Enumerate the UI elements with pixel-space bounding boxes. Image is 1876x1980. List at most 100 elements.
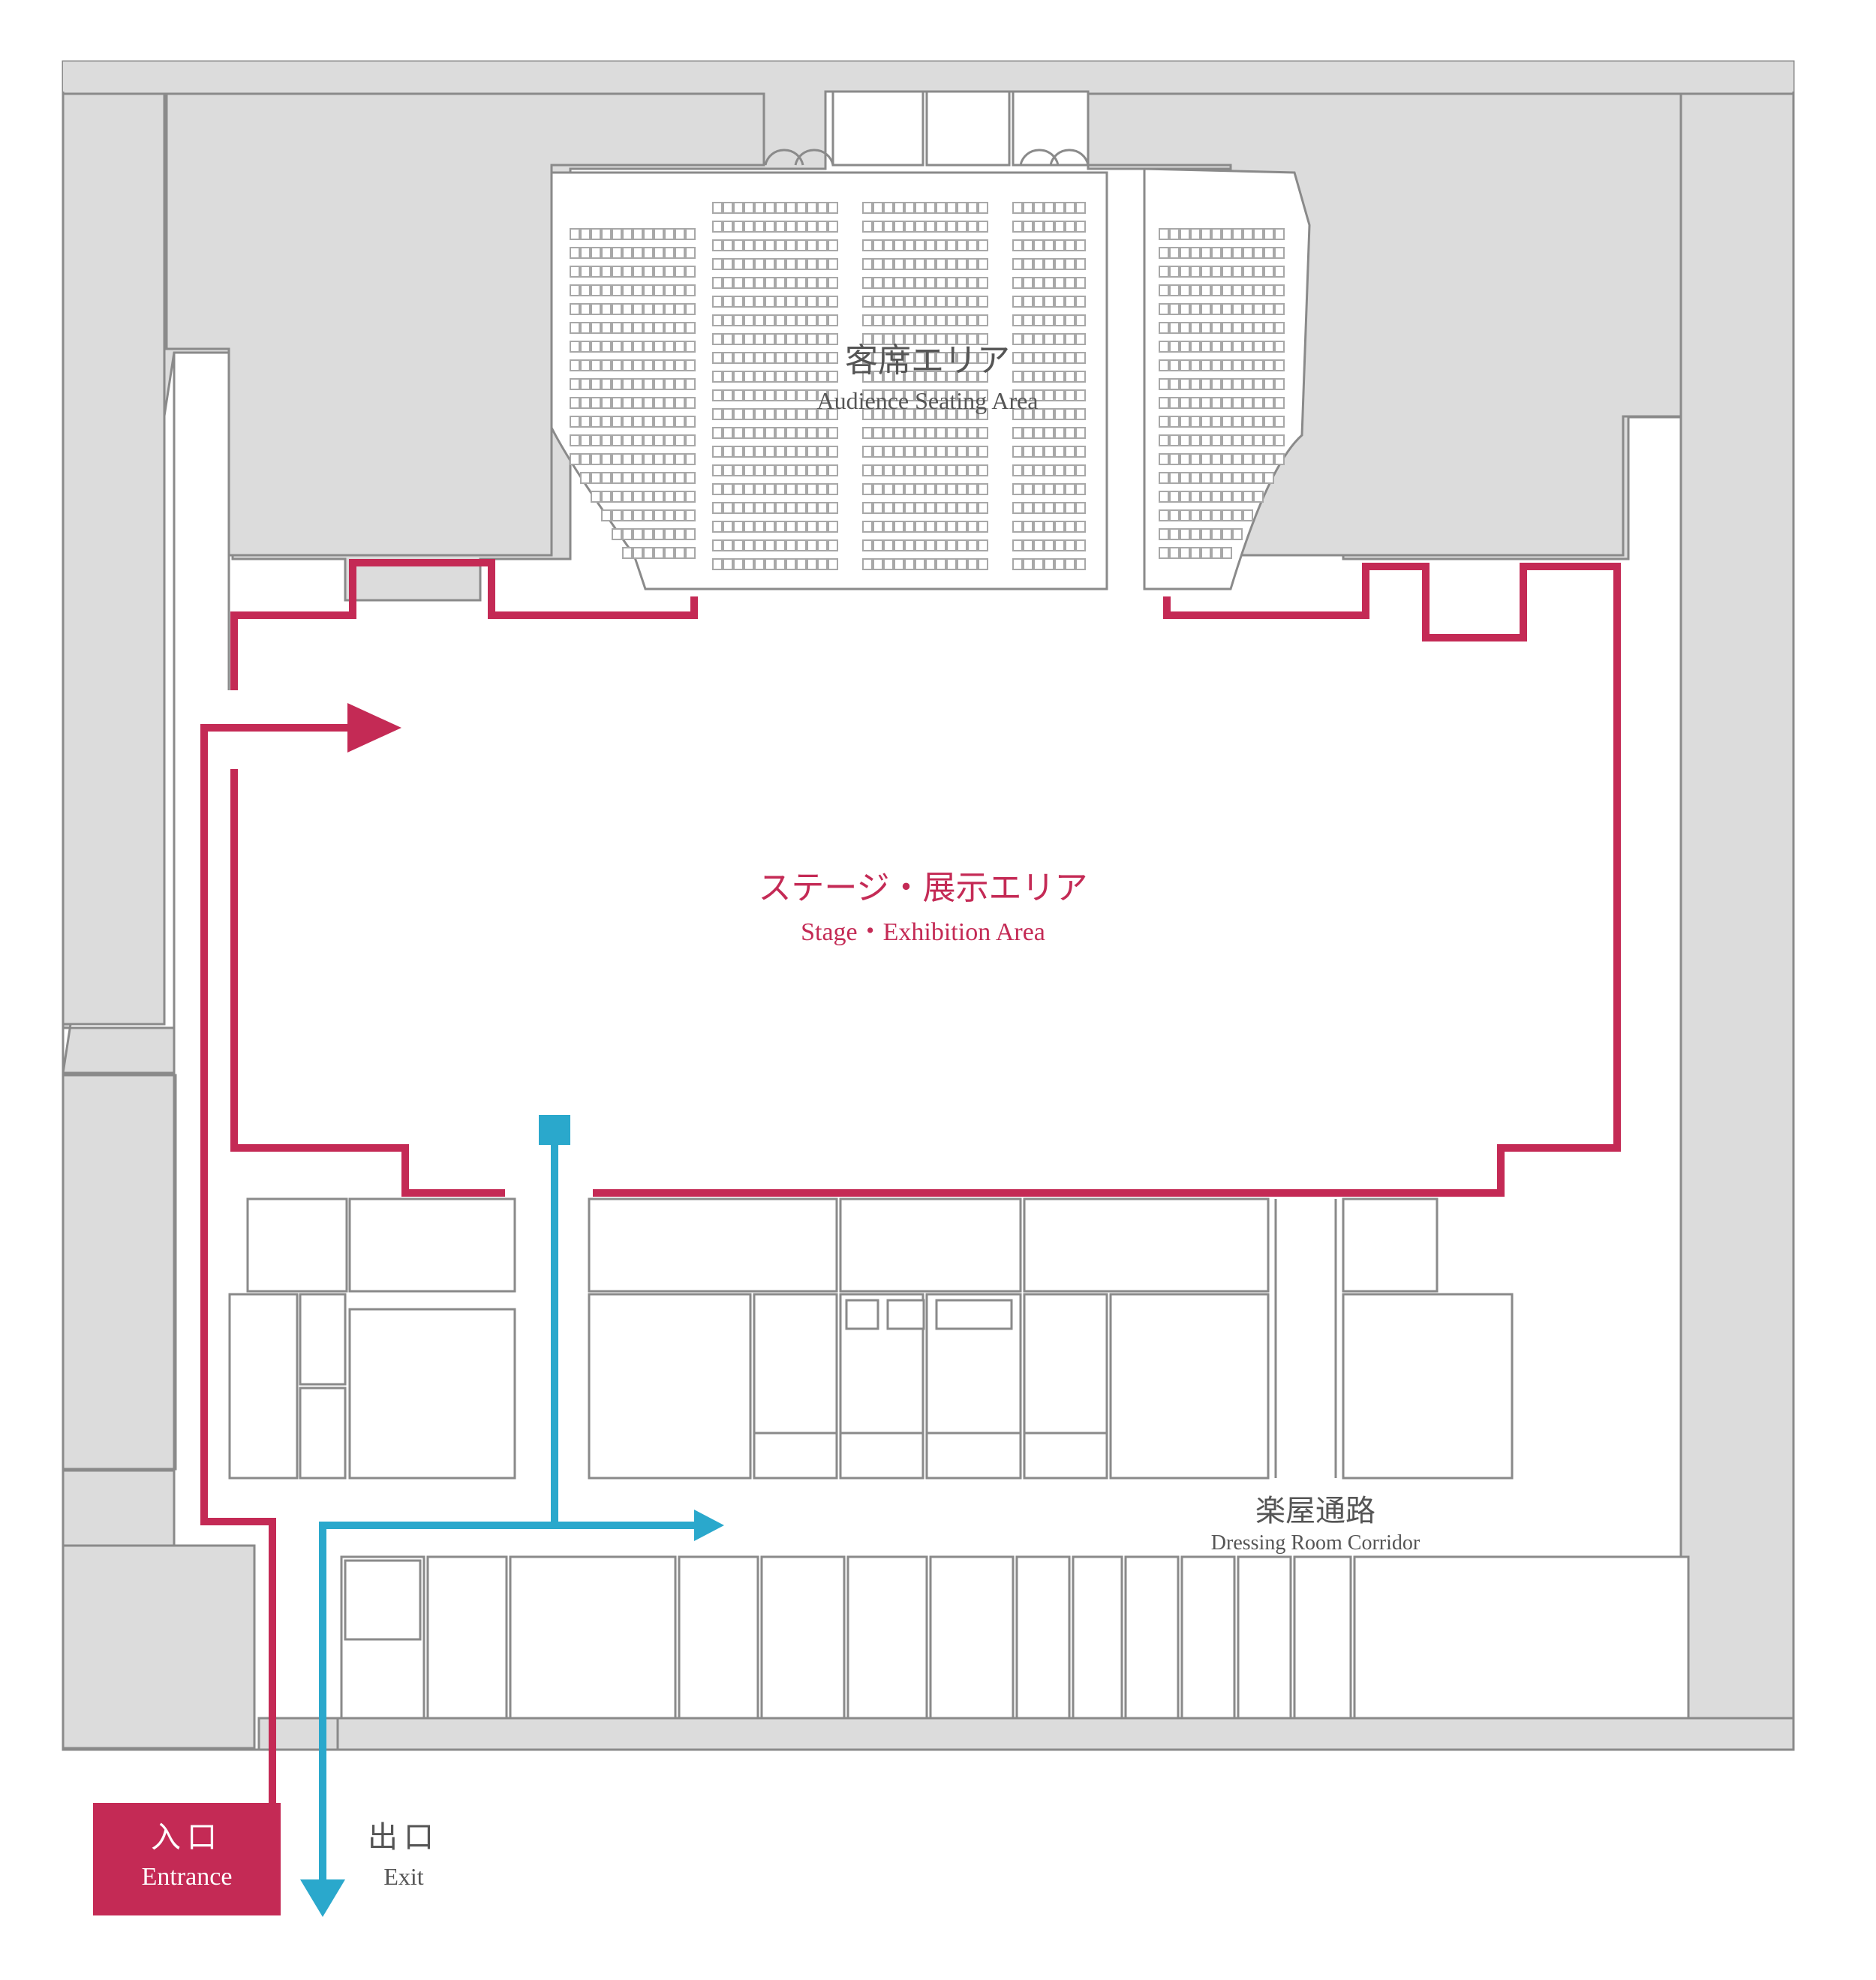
seat <box>1023 333 1033 345</box>
seat <box>946 239 957 251</box>
seat <box>754 539 765 551</box>
seat <box>1012 539 1023 551</box>
seat <box>664 322 675 334</box>
seat <box>967 296 978 308</box>
seat <box>1023 558 1033 570</box>
seat <box>775 446 786 458</box>
seat <box>786 464 796 476</box>
seat <box>936 502 946 514</box>
seat <box>601 378 612 390</box>
seat <box>1253 434 1264 446</box>
seat <box>654 228 664 240</box>
arrow-right-icon <box>694 1510 724 1541</box>
seat <box>1211 547 1222 559</box>
seat <box>1054 502 1065 514</box>
seat <box>957 277 967 289</box>
seat <box>765 277 775 289</box>
seat <box>633 547 643 559</box>
seat <box>1159 378 1169 390</box>
seat <box>873 352 883 364</box>
seat <box>936 427 946 439</box>
seat <box>1012 408 1023 420</box>
seat <box>654 266 664 278</box>
seat <box>775 408 786 420</box>
seat <box>685 547 696 559</box>
seat <box>744 258 754 270</box>
seat <box>664 472 675 484</box>
seat <box>817 427 828 439</box>
seat <box>744 239 754 251</box>
seat <box>1211 266 1222 278</box>
seat <box>786 389 796 401</box>
seat <box>664 453 675 465</box>
seat <box>1012 427 1023 439</box>
seat <box>1065 296 1075 308</box>
seat <box>633 416 643 428</box>
seat <box>936 483 946 495</box>
seat <box>957 446 967 458</box>
seat <box>685 528 696 540</box>
seat <box>936 352 946 364</box>
seat <box>601 491 612 503</box>
exit-route <box>319 1145 558 1887</box>
seat <box>946 539 957 551</box>
seat <box>601 341 612 353</box>
seat <box>1201 547 1211 559</box>
seat <box>1075 296 1086 308</box>
seat <box>1023 258 1033 270</box>
seat <box>786 314 796 326</box>
seat <box>894 521 904 533</box>
seat <box>744 371 754 383</box>
seat <box>1044 427 1054 439</box>
seat <box>733 521 744 533</box>
seat <box>862 314 873 326</box>
seat <box>1169 303 1180 315</box>
seat <box>894 464 904 476</box>
seat <box>894 202 904 214</box>
seat <box>862 221 873 233</box>
seat <box>1075 314 1086 326</box>
seat <box>817 314 828 326</box>
seat <box>775 258 786 270</box>
seat <box>1201 397 1211 409</box>
seat <box>733 389 744 401</box>
seat <box>925 239 936 251</box>
seat <box>775 371 786 383</box>
seat <box>633 322 643 334</box>
seat <box>733 202 744 214</box>
seat <box>796 483 807 495</box>
seat <box>894 502 904 514</box>
seat <box>817 502 828 514</box>
seat <box>685 472 696 484</box>
seat <box>1232 509 1243 521</box>
seat <box>978 408 988 420</box>
seat <box>1253 247 1264 259</box>
seat <box>978 371 988 383</box>
seat <box>1054 389 1065 401</box>
seat <box>1169 284 1180 296</box>
seat <box>1222 472 1232 484</box>
seat <box>754 464 765 476</box>
seat <box>1169 472 1180 484</box>
seat <box>622 228 633 240</box>
seat <box>1211 397 1222 409</box>
seat <box>883 277 894 289</box>
seat <box>723 502 733 514</box>
seat <box>1012 352 1023 364</box>
seat <box>894 371 904 383</box>
seat <box>1180 416 1190 428</box>
seat <box>862 202 873 214</box>
seat <box>1201 528 1211 540</box>
seat <box>1180 228 1190 240</box>
seat <box>1012 258 1023 270</box>
seat <box>883 521 894 533</box>
seat <box>883 483 894 495</box>
seat <box>925 258 936 270</box>
seat <box>936 296 946 308</box>
seat <box>946 502 957 514</box>
seat <box>978 333 988 345</box>
seat <box>622 359 633 371</box>
seat <box>904 558 915 570</box>
seat <box>915 277 925 289</box>
seat <box>712 521 723 533</box>
